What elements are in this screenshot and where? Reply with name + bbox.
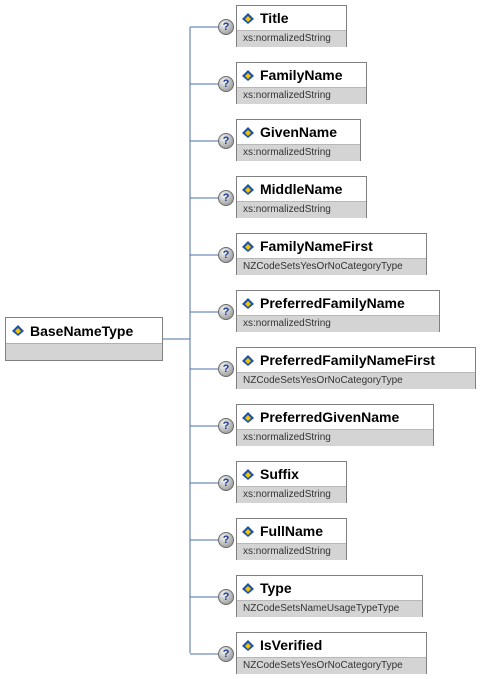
element-header: FullName <box>237 519 346 543</box>
optional-question-icon: ? <box>218 304 234 320</box>
element-type: xs:normalizedString <box>237 144 360 161</box>
optional-question-icon: ? <box>218 475 234 491</box>
element-type: xs:normalizedString <box>237 315 439 332</box>
element-icon <box>242 297 254 309</box>
element-name: PreferredGivenName <box>260 409 400 425</box>
element-header: PreferredFamilyNameFirst <box>237 348 475 372</box>
element-type: xs:normalizedString <box>237 486 346 503</box>
root-type-box[interactable]: BaseNameType <box>5 317 163 361</box>
optional-question-icon: ? <box>218 76 234 92</box>
element-icon <box>242 639 254 651</box>
element-header: GivenName <box>237 120 360 144</box>
element-box[interactable]: FamilyName xs:normalizedString <box>236 62 367 104</box>
element-type: xs:normalizedString <box>237 30 346 47</box>
element-icon <box>12 325 24 336</box>
element-icon <box>242 468 254 480</box>
optional-question-icon: ? <box>218 646 234 662</box>
element-header: Type <box>237 576 422 600</box>
optional-question-icon: ? <box>218 133 234 149</box>
element-header: Title <box>237 6 346 30</box>
element-icon <box>242 183 254 195</box>
element-icon <box>242 240 254 252</box>
element-icon <box>242 12 254 24</box>
element-name: MiddleName <box>260 181 343 197</box>
element-box[interactable]: PreferredFamilyName xs:normalizedString <box>236 290 440 332</box>
optional-question-icon: ? <box>218 589 234 605</box>
element-header: Suffix <box>237 462 346 486</box>
element-type: NZCodeSetsYesOrNoCategoryType <box>237 372 475 389</box>
element-box[interactable]: GivenName xs:normalizedString <box>236 119 361 161</box>
root-type-name: BaseNameType <box>30 322 134 339</box>
element-name: PreferredFamilyNameFirst <box>260 352 436 368</box>
element-name: PreferredFamilyName <box>260 295 405 311</box>
element-name: Suffix <box>260 466 299 482</box>
element-header: PreferredFamilyName <box>237 291 439 315</box>
element-type: xs:normalizedString <box>237 87 366 104</box>
element-name: Type <box>260 580 292 596</box>
element-box[interactable]: FullName xs:normalizedString <box>236 518 347 560</box>
element-name: Title <box>260 10 289 26</box>
element-type: xs:normalizedString <box>237 543 346 560</box>
element-name: GivenName <box>260 124 338 140</box>
element-icon <box>242 582 254 594</box>
root-type-band <box>6 343 162 360</box>
element-header: IsVerified <box>237 633 426 657</box>
element-type: xs:normalizedString <box>237 201 366 218</box>
optional-question-icon: ? <box>218 418 234 434</box>
optional-question-icon: ? <box>218 19 234 35</box>
element-name: FullName <box>260 523 324 539</box>
element-type: NZCodeSetsYesOrNoCategoryType <box>237 258 426 275</box>
element-icon <box>242 126 254 138</box>
element-header: PreferredGivenName <box>237 405 433 429</box>
element-name: FamilyName <box>260 67 343 83</box>
element-icon <box>242 69 254 81</box>
element-type: xs:normalizedString <box>237 429 433 446</box>
element-icon <box>242 411 254 423</box>
element-icon <box>242 354 254 366</box>
element-name: FamilyNameFirst <box>260 238 373 254</box>
element-box[interactable]: PreferredGivenName xs:normalizedString <box>236 404 434 446</box>
element-header: MiddleName <box>237 177 366 201</box>
element-header: FamilyName <box>237 63 366 87</box>
optional-question-icon: ? <box>218 361 234 377</box>
optional-question-icon: ? <box>218 247 234 263</box>
element-type: NZCodeSetsNameUsageTypeType <box>237 600 422 617</box>
element-header: FamilyNameFirst <box>237 234 426 258</box>
element-box[interactable]: Title xs:normalizedString <box>236 5 347 47</box>
element-box[interactable]: MiddleName xs:normalizedString <box>236 176 367 218</box>
optional-question-icon: ? <box>218 190 234 206</box>
element-box[interactable]: Suffix xs:normalizedString <box>236 461 347 503</box>
element-icon <box>242 525 254 537</box>
optional-question-icon: ? <box>218 532 234 548</box>
element-name: IsVerified <box>260 637 323 653</box>
element-type: NZCodeSetsYesOrNoCategoryType <box>237 657 426 674</box>
